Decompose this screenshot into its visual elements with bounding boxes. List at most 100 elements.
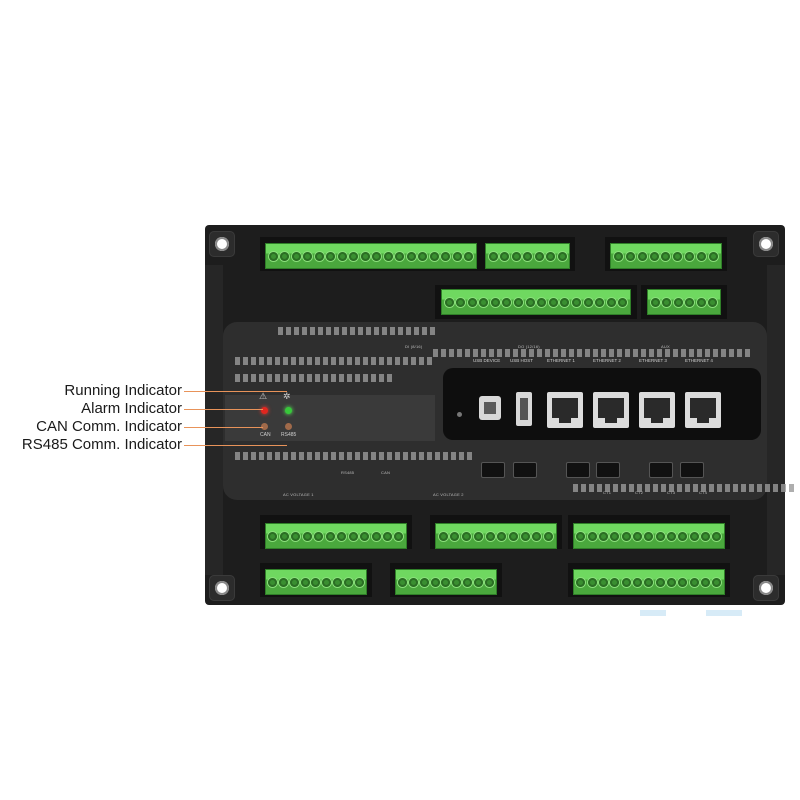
- terminal-screw[interactable]: [268, 531, 278, 541]
- terminal-screw[interactable]: [382, 531, 392, 541]
- terminal-screw[interactable]: [525, 297, 535, 307]
- terminal-block-bottom-4[interactable]: [265, 569, 367, 595]
- terminal-screw[interactable]: [463, 577, 473, 587]
- terminal-screw[interactable]: [444, 297, 454, 307]
- ethernet-4-port[interactable]: [685, 392, 721, 428]
- terminal-screw[interactable]: [621, 577, 631, 587]
- terminal-screw[interactable]: [303, 251, 313, 261]
- terminal-screw[interactable]: [314, 531, 324, 541]
- terminal-block-top-5[interactable]: [647, 289, 721, 315]
- terminal-screw[interactable]: [661, 251, 671, 261]
- terminal-screw[interactable]: [456, 297, 466, 307]
- terminal-screw[interactable]: [650, 297, 660, 307]
- terminal-screw[interactable]: [279, 531, 289, 541]
- terminal-screw[interactable]: [599, 577, 609, 587]
- terminal-block-bottom-6[interactable]: [573, 569, 725, 595]
- dip-switch[interactable]: [513, 462, 537, 478]
- terminal-block-top-2[interactable]: [485, 243, 570, 269]
- dip-switch[interactable]: [649, 462, 673, 478]
- terminal-screw[interactable]: [485, 531, 495, 541]
- terminal-screw[interactable]: [333, 577, 343, 587]
- terminal-screw[interactable]: [408, 577, 418, 587]
- terminal-screw[interactable]: [712, 531, 722, 541]
- terminal-screw[interactable]: [278, 577, 288, 587]
- terminal-screw[interactable]: [610, 577, 620, 587]
- terminal-screw[interactable]: [587, 577, 597, 587]
- terminal-screw[interactable]: [697, 251, 707, 261]
- terminal-block-bottom-1[interactable]: [265, 523, 407, 549]
- terminal-screw[interactable]: [418, 251, 428, 261]
- terminal-screw[interactable]: [701, 531, 711, 541]
- reset-hole[interactable]: [457, 412, 462, 417]
- terminal-screw[interactable]: [267, 577, 277, 587]
- terminal-screw[interactable]: [625, 251, 635, 261]
- terminal-screw[interactable]: [571, 297, 581, 307]
- terminal-screw[interactable]: [689, 577, 699, 587]
- terminal-screw[interactable]: [678, 531, 688, 541]
- ethernet-2-port[interactable]: [593, 392, 629, 428]
- terminal-screw[interactable]: [685, 251, 695, 261]
- terminal-screw[interactable]: [473, 531, 483, 541]
- terminal-block-bottom-3[interactable]: [573, 523, 725, 549]
- terminal-screw[interactable]: [613, 251, 623, 261]
- terminal-screw[interactable]: [452, 577, 462, 587]
- terminal-block-top-1[interactable]: [265, 243, 477, 269]
- terminal-screw[interactable]: [372, 251, 382, 261]
- terminal-screw[interactable]: [544, 531, 554, 541]
- terminal-screw[interactable]: [383, 251, 393, 261]
- terminal-screw[interactable]: [637, 251, 647, 261]
- terminal-screw[interactable]: [667, 577, 677, 587]
- terminal-screw[interactable]: [474, 577, 484, 587]
- terminal-screw[interactable]: [662, 297, 672, 307]
- terminal-screw[interactable]: [502, 297, 512, 307]
- terminal-screw[interactable]: [576, 531, 586, 541]
- terminal-screw[interactable]: [610, 531, 620, 541]
- terminal-screw[interactable]: [326, 251, 336, 261]
- terminal-screw[interactable]: [289, 577, 299, 587]
- terminal-screw[interactable]: [618, 297, 628, 307]
- terminal-screw[interactable]: [300, 577, 310, 587]
- terminal-screw[interactable]: [560, 297, 570, 307]
- terminal-screw[interactable]: [464, 251, 474, 261]
- terminal-screw[interactable]: [291, 251, 301, 261]
- terminal-screw[interactable]: [606, 297, 616, 307]
- ethernet-3-port[interactable]: [639, 392, 675, 428]
- terminal-screw[interactable]: [500, 251, 509, 261]
- usb-device-port[interactable]: [479, 396, 501, 420]
- terminal-screw[interactable]: [322, 577, 332, 587]
- terminal-screw[interactable]: [678, 577, 688, 587]
- terminal-screw[interactable]: [395, 251, 405, 261]
- terminal-screw[interactable]: [479, 297, 489, 307]
- terminal-screw[interactable]: [673, 251, 683, 261]
- terminal-screw[interactable]: [685, 297, 695, 307]
- terminal-screw[interactable]: [485, 577, 495, 587]
- terminal-screw[interactable]: [548, 297, 558, 307]
- terminal-screw[interactable]: [337, 531, 347, 541]
- terminal-screw[interactable]: [397, 577, 407, 587]
- terminal-screw[interactable]: [349, 251, 359, 261]
- terminal-screw[interactable]: [696, 297, 706, 307]
- terminal-screw[interactable]: [644, 531, 654, 541]
- terminal-screw[interactable]: [344, 577, 354, 587]
- terminal-screw[interactable]: [429, 251, 439, 261]
- terminal-screw[interactable]: [621, 531, 631, 541]
- terminal-screw[interactable]: [441, 577, 451, 587]
- terminal-screw[interactable]: [360, 251, 370, 261]
- terminal-block-top-4[interactable]: [441, 289, 631, 315]
- terminal-screw[interactable]: [348, 531, 358, 541]
- terminal-screw[interactable]: [587, 531, 597, 541]
- terminal-screw[interactable]: [701, 577, 711, 587]
- terminal-screw[interactable]: [655, 577, 665, 587]
- terminal-screw[interactable]: [514, 297, 524, 307]
- terminal-screw[interactable]: [655, 531, 665, 541]
- terminal-screw[interactable]: [462, 531, 472, 541]
- terminal-screw[interactable]: [534, 251, 544, 261]
- terminal-screw[interactable]: [689, 531, 699, 541]
- terminal-screw[interactable]: [419, 577, 429, 587]
- terminal-screw[interactable]: [709, 251, 719, 261]
- terminal-screw[interactable]: [583, 297, 593, 307]
- terminal-screw[interactable]: [557, 251, 567, 261]
- terminal-screw[interactable]: [325, 531, 335, 541]
- terminal-screw[interactable]: [355, 577, 365, 587]
- terminal-screw[interactable]: [268, 251, 278, 261]
